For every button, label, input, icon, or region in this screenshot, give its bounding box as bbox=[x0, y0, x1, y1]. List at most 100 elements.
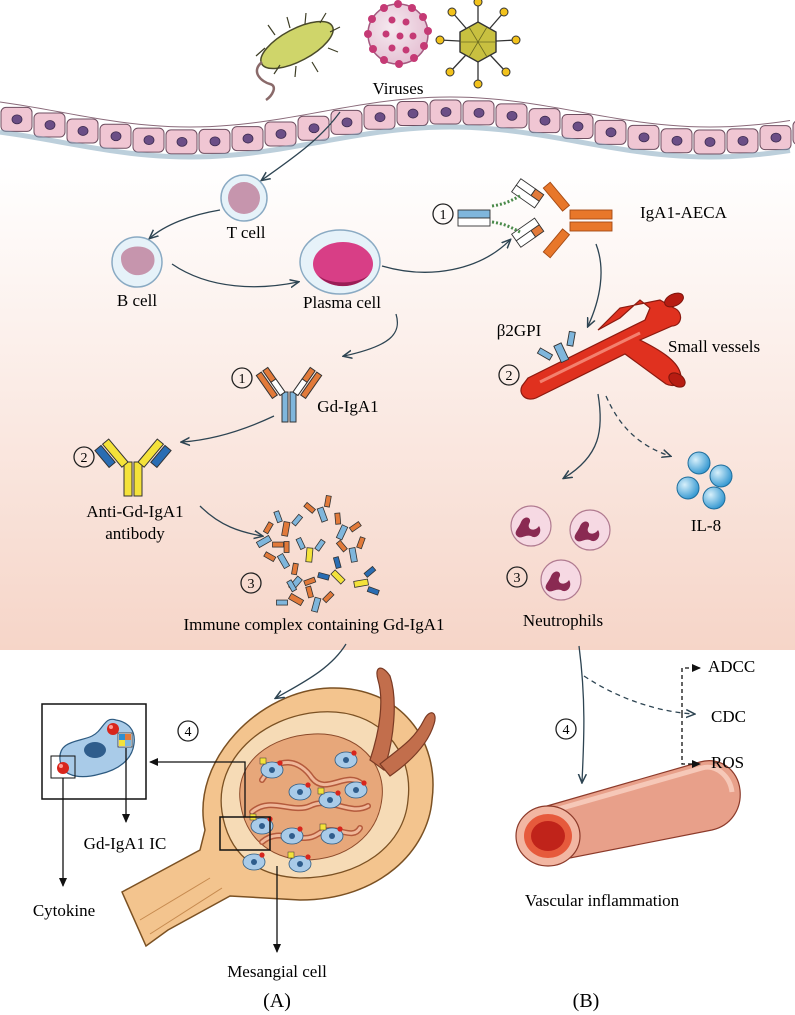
step-b4-marker: 4 bbox=[555, 718, 577, 740]
branch-arrows bbox=[59, 664, 701, 953]
epithelial-nucleus bbox=[539, 115, 551, 126]
arrow-bcell-to-plasma bbox=[171, 263, 298, 287]
epithelial-layer bbox=[0, 96, 795, 160]
arrow-to-adcc-cdc-ros bbox=[583, 675, 694, 714]
svg-text:1: 1 bbox=[239, 372, 246, 387]
glomerular-mesangial-cell bbox=[242, 852, 266, 871]
bacillus-virus-icon bbox=[255, 12, 341, 102]
svg-text:2: 2 bbox=[506, 369, 513, 384]
epithelial-nucleus bbox=[407, 108, 419, 119]
flow-arrows bbox=[150, 111, 694, 782]
immune-complex-icon bbox=[255, 494, 380, 613]
viruses-label: Viruses bbox=[373, 79, 424, 98]
neutrophil bbox=[540, 559, 582, 601]
epithelial-nucleus bbox=[572, 121, 584, 132]
gd-iga1-antibody-icon bbox=[255, 366, 323, 423]
small-vessel-icon bbox=[520, 292, 686, 400]
svg-text:2: 2 bbox=[81, 451, 88, 466]
t-cell bbox=[220, 174, 268, 222]
complex-antibody bbox=[295, 536, 326, 563]
neutrophil bbox=[510, 505, 552, 547]
glomerulus-icon bbox=[121, 667, 436, 948]
step-a2-marker: 2 bbox=[73, 446, 95, 468]
b-cell bbox=[111, 236, 163, 288]
aeca-antibody bbox=[511, 217, 545, 248]
epithelial-nucleus bbox=[671, 135, 683, 146]
arrow-vessel-to-il8 bbox=[605, 395, 670, 456]
arrow-plasma-to-gdiga1 bbox=[344, 313, 398, 356]
svg-text:3: 3 bbox=[248, 577, 255, 592]
arrow-tcell-to-bcell bbox=[150, 209, 221, 238]
complex-antibody bbox=[335, 536, 366, 563]
aeca-antibody bbox=[457, 209, 491, 227]
complex-antibody bbox=[303, 494, 332, 523]
glomerular-mesangial-cell bbox=[259, 757, 284, 779]
glomerular-mesangial-cell bbox=[288, 782, 312, 801]
ros-label: ROS bbox=[711, 753, 744, 772]
b2gpi-label: β2GPI bbox=[497, 321, 542, 340]
branch-to-adcc bbox=[681, 664, 701, 714]
svg-text:3: 3 bbox=[514, 571, 521, 586]
neutrophil bbox=[569, 509, 611, 551]
epithelial-nucleus bbox=[209, 136, 221, 147]
anti-gd-iga1-antibody-icon bbox=[94, 438, 172, 497]
aeca-antigen-icon bbox=[542, 181, 613, 259]
epithelial-nucleus bbox=[275, 129, 287, 139]
complex-antibody bbox=[334, 512, 362, 541]
svg-text:4: 4 bbox=[563, 723, 570, 738]
step-a1-marker: 1 bbox=[231, 367, 253, 389]
arrow-aeca-to-vessel bbox=[588, 243, 602, 326]
epithelial-nucleus bbox=[44, 120, 56, 130]
arrow-neutrophils-to-inflammation bbox=[579, 645, 584, 782]
epithelial-nucleus bbox=[176, 137, 188, 147]
epithelial-nucleus bbox=[638, 132, 650, 143]
glomerular-mesangial-cell bbox=[344, 780, 368, 799]
epithelial-nucleus bbox=[308, 123, 320, 134]
inflamed-vessel-icon bbox=[515, 760, 741, 867]
arrow-plasma-to-aeca bbox=[381, 240, 510, 273]
svg-text:1: 1 bbox=[440, 208, 447, 223]
step-a3-marker: 3 bbox=[240, 572, 262, 594]
cdc-label: CDC bbox=[711, 707, 746, 726]
small-vessels-label: Small vessels bbox=[668, 337, 760, 356]
glomerular-mesangial-cell bbox=[280, 826, 304, 845]
complex-antibody bbox=[273, 510, 304, 537]
complex-antibody bbox=[255, 521, 284, 549]
panel-a-label: (A) bbox=[263, 990, 291, 1012]
cytokine-label: Cytokine bbox=[33, 901, 95, 920]
complex-antibody bbox=[263, 541, 291, 570]
complex-antibody bbox=[317, 556, 346, 585]
t-cell-label: T cell bbox=[227, 223, 266, 242]
neutrophils-icon bbox=[510, 505, 611, 601]
epithelial-nucleus bbox=[704, 137, 716, 147]
branch-to-ros bbox=[681, 714, 701, 768]
step-b2-marker: 2 bbox=[498, 364, 520, 386]
phage-virus-icon bbox=[435, 0, 521, 89]
il8-icon bbox=[676, 451, 733, 510]
iga1-aeca-label: IgA1-AECA bbox=[640, 203, 728, 222]
aeca-antibody bbox=[511, 178, 545, 209]
epithelial-nucleus bbox=[440, 107, 452, 117]
arrow-viruses-to-tcell bbox=[262, 111, 341, 180]
glomerular-mesangial-cell bbox=[317, 787, 342, 809]
mesangial-cell-inset bbox=[41, 703, 147, 800]
tissue-background bbox=[0, 165, 795, 650]
epithelial-nucleus bbox=[242, 133, 254, 144]
glomerular-mesangial-cell bbox=[319, 823, 344, 845]
gd-iga1-ic-label: Gd-IgA1 IC bbox=[84, 834, 167, 853]
glomerular-mesangial-cell bbox=[334, 750, 358, 769]
b-cell-label: B cell bbox=[117, 291, 157, 310]
gd-iga1-label: Gd-IgA1 bbox=[317, 397, 378, 416]
epithelial-nucleus bbox=[77, 126, 89, 136]
epithelial-nucleus bbox=[506, 110, 518, 121]
epithelial-nucleus bbox=[374, 112, 386, 123]
step-b3-marker: 3 bbox=[506, 566, 528, 588]
epithelial-nucleus bbox=[473, 107, 485, 118]
anti-gd-iga1-label-line1: Anti-Gd-IgA1 bbox=[86, 502, 183, 521]
glomerular-mesangial-cell bbox=[287, 851, 312, 873]
complex-antibody bbox=[305, 585, 335, 613]
plasma-cell-label: Plasma cell bbox=[303, 293, 381, 312]
arrow-vessel-to-neutrophils bbox=[564, 393, 601, 478]
epithelial-nucleus bbox=[341, 117, 353, 128]
